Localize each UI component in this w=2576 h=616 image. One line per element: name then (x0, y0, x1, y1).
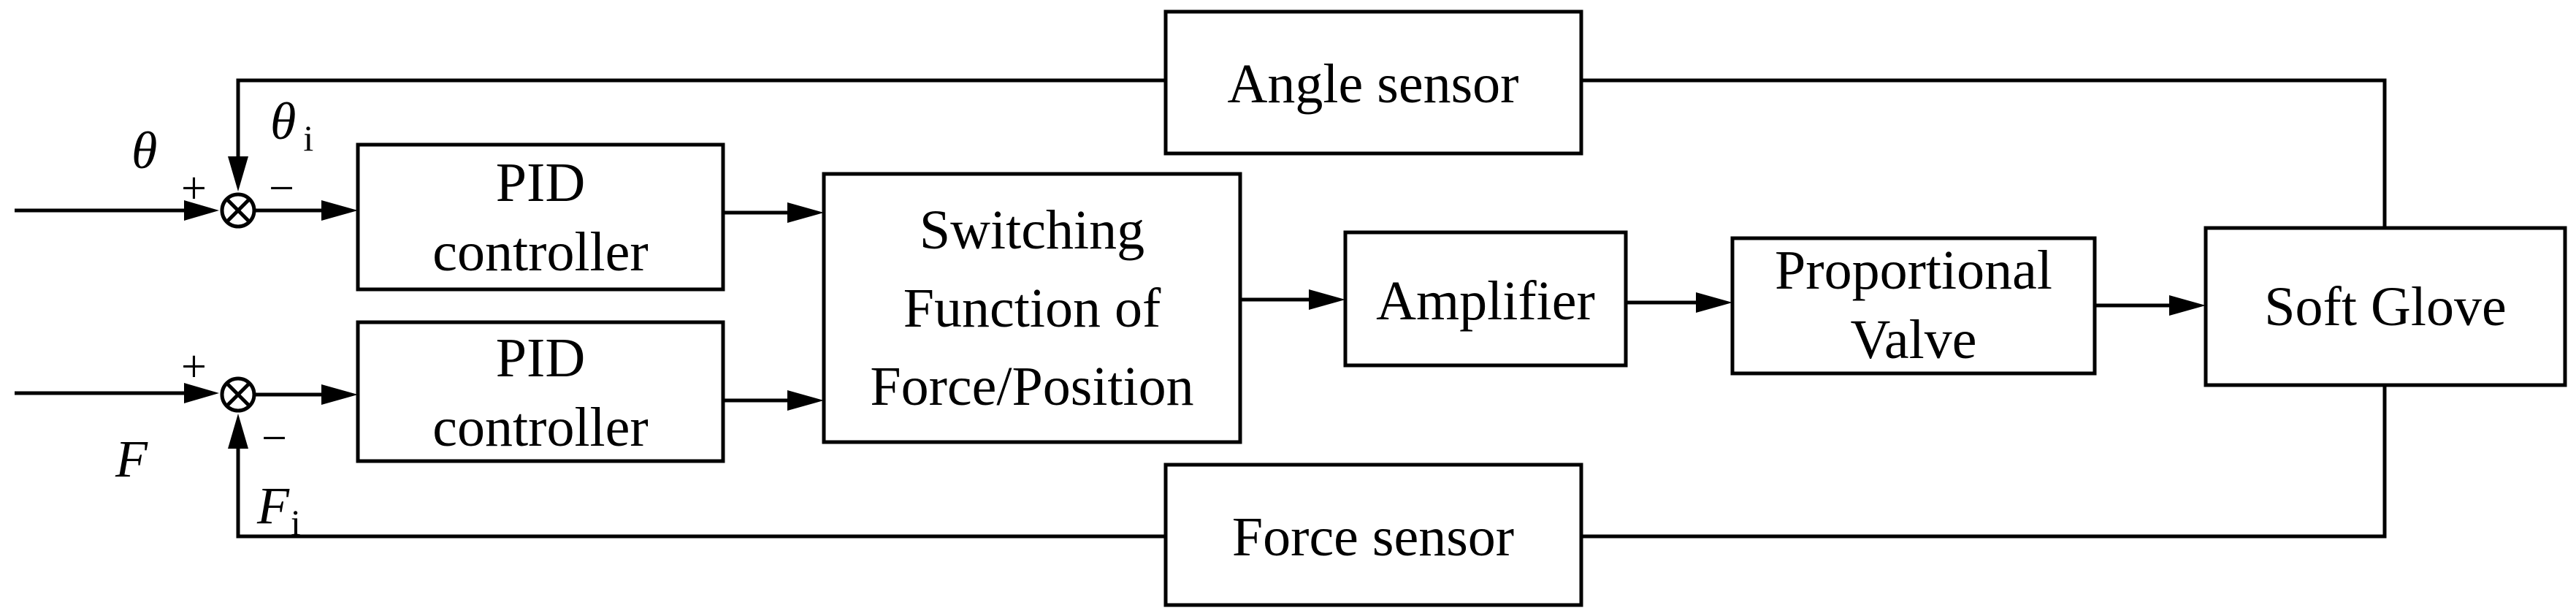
force-feedback-line-left (236, 435, 1166, 539)
top-minus-sign: − (269, 164, 294, 213)
force-input-arrow (184, 383, 219, 403)
bottom-plus-sign: + (181, 342, 207, 392)
pid-bottom-label-line1: PID (496, 327, 585, 389)
top-error-arrow (321, 200, 358, 221)
valve-label-line1: Proportional (1775, 240, 2052, 301)
switching-label-line2: Function of (903, 278, 1161, 339)
pid-controller-bottom-block: PID controller (356, 320, 725, 463)
force-reference-label: F (115, 430, 148, 488)
switching-out-arrow (1309, 289, 1345, 310)
force-feedback-arrow (228, 414, 248, 449)
switching-function-block: Switching Function of Force/Position (822, 172, 1242, 444)
theta-reference-label: θ (131, 121, 157, 180)
angle-feedback-line-right (1581, 78, 2387, 228)
force-feedback-label: Fi (256, 476, 301, 543)
soft-glove-block: Soft Glove (2204, 226, 2567, 387)
angle-feedback-arrow (228, 156, 248, 191)
angle-sensor-block: Angle sensor (1163, 9, 1583, 156)
valve-label-line2: Valve (1850, 309, 1976, 370)
amplifier-block: Amplifier (1343, 230, 1628, 368)
pid-controller-top-block: PID controller (356, 142, 725, 292)
switching-label-line1: Switching (920, 199, 1144, 261)
angle-feedback-line-left (236, 78, 1166, 175)
bottom-minus-sign: − (261, 414, 287, 463)
soft-glove-label: Soft Glove (2264, 276, 2506, 338)
top-summing-junction (220, 192, 256, 229)
valve-out-arrow (2169, 295, 2206, 316)
force-sensor-block: Force sensor (1163, 463, 1583, 607)
top-pid-out-arrow (787, 202, 824, 223)
proportional-valve-block: Proportional Valve (1730, 236, 2097, 376)
bottom-pid-out-arrow (787, 390, 824, 411)
amplifier-label: Amplifier (1376, 270, 1595, 332)
bottom-error-arrow (321, 384, 358, 405)
bottom-summing-junction (220, 376, 256, 413)
angle-sensor-label: Angle sensor (1228, 53, 1519, 115)
amplifier-out-arrow (1696, 292, 1732, 313)
top-plus-sign: + (181, 164, 207, 213)
pid-bottom-label-line2: controller (432, 397, 648, 458)
force-feedback-line-right (1581, 385, 2387, 539)
switching-label-line3: Force/Position (870, 356, 1193, 417)
theta-input-arrow (184, 200, 219, 221)
pid-top-label-line2: controller (432, 221, 648, 283)
pid-top-label-line1: PID (496, 152, 585, 213)
force-sensor-label: Force sensor (1232, 506, 1514, 568)
